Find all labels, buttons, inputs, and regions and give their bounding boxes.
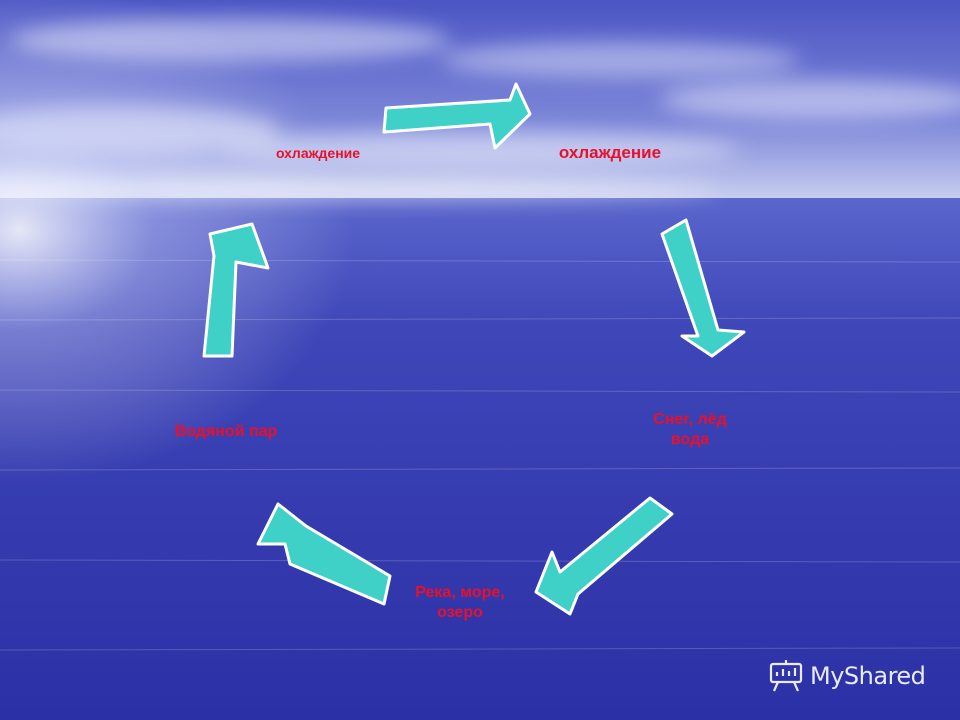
arrow-bottom-left [256,502,392,606]
arrow-top [382,82,532,150]
node-label-bottom-line1: Река, море, [415,584,505,601]
node-label-top-right: охлаждение [558,143,662,162]
arrow-top-right [660,218,746,358]
arrow-left [202,222,270,358]
node-label-right-line2: вода [670,431,710,448]
node-label-left: Водяной пар [174,423,278,440]
node-label-bottom-line2: озеро [437,604,483,621]
node-label-bottom: Река, море, озеро [380,583,540,623]
node-label-right: Снег, лёд вода [610,410,770,450]
arrow-bottom-right [534,496,674,616]
node-label-top-left: охлаждение [275,145,361,161]
myshared-watermark: MyShared [768,656,948,696]
node-label-right-line1: Снег, лёд [653,411,727,428]
watermark-text: MyShared [810,662,926,690]
presentation-board-icon [769,660,803,692]
